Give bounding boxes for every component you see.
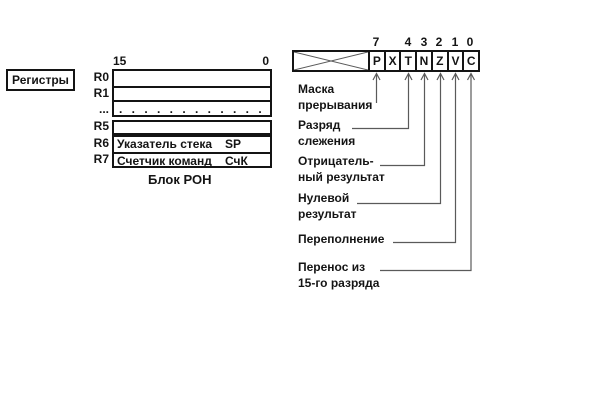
- flag-label-overflow: Переполнение: [298, 232, 385, 246]
- r6-name: Указатель стека: [117, 137, 213, 151]
- register-label-r1: R1: [93, 86, 109, 100]
- register-label-r0: R0: [93, 70, 109, 84]
- arrow-head-t: [404, 72, 413, 81]
- arrow-head-v: [451, 72, 460, 81]
- flag-label-negative-result: Отрицатель- ный результат: [298, 154, 385, 184]
- arrow-head-c: [466, 72, 476, 81]
- unused-bits-cross-icon: [294, 52, 368, 70]
- register-row-r7: Счетчик команд СчК: [114, 151, 270, 166]
- flag-label-trace-bit: Разряд слежения: [298, 118, 356, 148]
- flag-cell-x: X: [383, 52, 400, 70]
- register-row-r1: [114, 85, 270, 101]
- register-table-lower: Указатель стека SP Счетчик команд СчК: [112, 135, 272, 168]
- arrow-head-z: [436, 72, 445, 81]
- arrow-line-n: [380, 74, 426, 167]
- register-block-caption: Блок РОН: [148, 172, 212, 187]
- flag-cell-n: N: [415, 52, 431, 70]
- register-bit-label-0: 0: [262, 54, 269, 68]
- psw-bit-number-2: 2: [435, 35, 443, 49]
- register-label-ellipsis: ...: [98, 102, 109, 116]
- flag-cell-z: Z: [430, 52, 447, 70]
- arrow-head-n: [420, 72, 429, 81]
- arrow-line-c: [380, 74, 472, 272]
- register-label-r6: R6: [93, 136, 109, 150]
- flag-cell-t: T: [399, 52, 415, 70]
- register-label-r7: R7: [93, 152, 109, 166]
- arrow-head-p: [372, 72, 381, 81]
- psw-bit-number-3: 3: [420, 35, 428, 49]
- flag-label-carry: Перенос из 15-го разряда: [298, 260, 380, 290]
- arrow-line-v: [393, 74, 457, 244]
- register-bit-label-15: 15: [113, 54, 127, 68]
- registers-title: Регистры: [12, 73, 69, 87]
- r6-abbr: SP: [225, 137, 242, 151]
- psw-bit-number-0: 0: [466, 35, 474, 49]
- flag-label-interrupt-mask: Маска прерывания: [298, 82, 373, 112]
- register-label-r5: R5: [93, 119, 109, 133]
- unused-bits-cell: [294, 52, 370, 70]
- register-row-r5: [112, 120, 272, 135]
- psw-bit-number-7: 7: [372, 35, 380, 49]
- flag-cell-v: V: [446, 52, 463, 70]
- flag-cell-p: P: [372, 54, 381, 68]
- register-row-ellipsis: . . . . . . . . . . . . . .: [114, 100, 270, 115]
- flag-label-zero-result: Нулевой результат: [298, 191, 357, 221]
- register-row-r0: [114, 71, 270, 86]
- r7-abbr: СчК: [225, 153, 248, 166]
- psw-bit-number-1: 1: [451, 35, 459, 49]
- register-table-upper: . . . . . . . . . . . . . .: [112, 69, 272, 117]
- r7-name: Счетчик команд: [117, 153, 212, 166]
- psw-bit-number-4: 4: [404, 35, 412, 49]
- register-row-r6: Указатель стека SP: [114, 137, 270, 152]
- registers-title-box: Регистры: [6, 69, 75, 91]
- flag-cell-c: C: [462, 52, 478, 70]
- status-word-register: P X T N Z V C: [292, 50, 480, 72]
